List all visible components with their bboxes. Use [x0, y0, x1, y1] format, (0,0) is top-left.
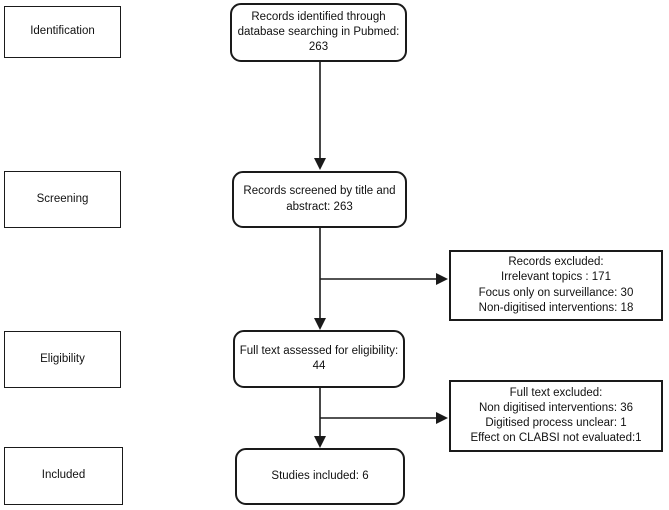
node-full-text-excluded-text: Full text excluded: Non digitised interv…	[470, 386, 642, 445]
node-records-identified: Records identified through database sear…	[230, 3, 407, 62]
node-full-text-assessed-text: Full text assessed for eligibility: 44	[239, 344, 399, 372]
stage-label-included: Included	[41, 469, 86, 482]
stage-label-eligibility: Eligibility	[40, 352, 85, 365]
node-records-screened-text: Records screened by title and abstract: …	[243, 185, 396, 213]
arrow-screened-to-fulltext	[314, 228, 326, 330]
node-records-excluded: Records excluded: Irrelevant topics : 17…	[449, 250, 663, 321]
arrow-identified-to-screened	[314, 61, 326, 170]
stage-box-identification: Identification	[4, 6, 121, 58]
node-full-text-assessed: Full text assessed for eligibility: 44	[233, 330, 405, 388]
stage-box-included: Included	[4, 447, 123, 505]
stage-box-eligibility: Eligibility	[4, 331, 121, 388]
arrow-branch-to-fulltext-excluded	[320, 412, 448, 424]
arrow-branch-to-records-excluded	[320, 273, 448, 285]
arrow-fulltext-to-studies	[314, 388, 326, 448]
node-studies-included-text: Studies included: 6	[271, 469, 369, 482]
node-full-text-excluded: Full text excluded: Non digitised interv…	[449, 380, 663, 452]
node-records-excluded-text: Records excluded: Irrelevant topics : 17…	[478, 256, 634, 314]
stage-label-identification: Identification	[30, 25, 95, 38]
stage-box-screening: Screening	[4, 171, 121, 228]
node-records-screened: Records screened by title and abstract: …	[232, 171, 407, 228]
node-studies-included: Studies included: 6	[235, 448, 405, 505]
stage-label-screening: Screening	[36, 192, 89, 205]
node-records-identified-text: Records identified through database sear…	[237, 10, 400, 54]
